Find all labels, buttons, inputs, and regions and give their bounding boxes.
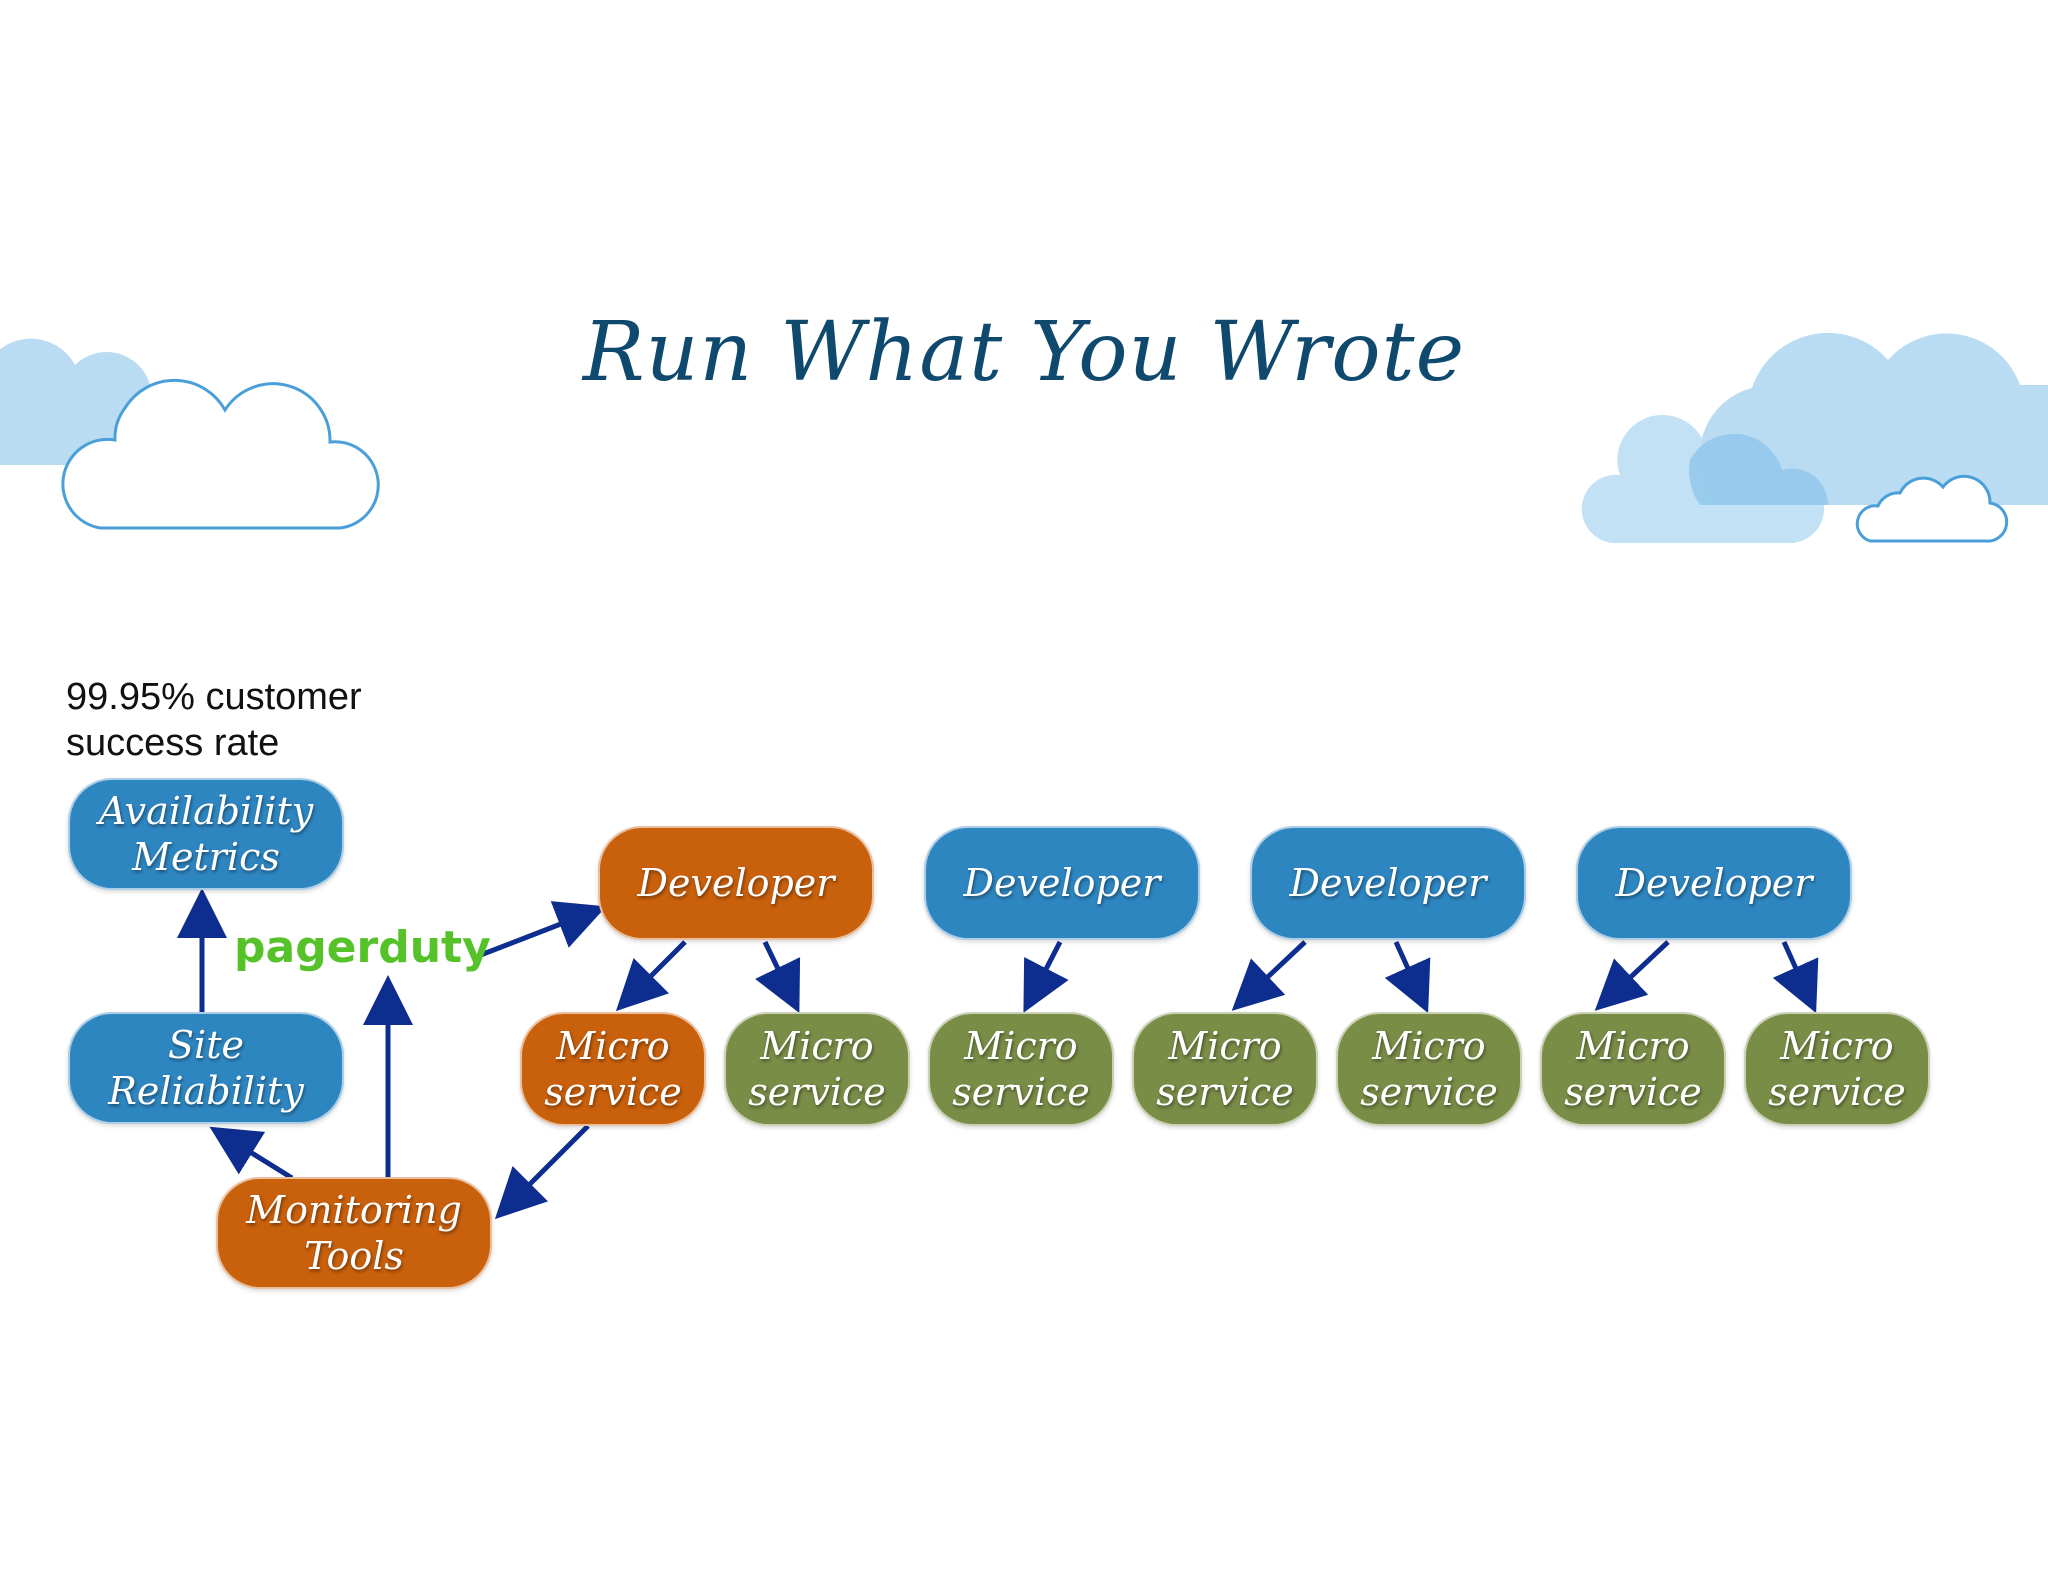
site-reliability-node: Site Reliability — [68, 1012, 344, 1124]
micro-service-node-1: Micro service — [520, 1012, 706, 1126]
micro-service-node-7: Micro service — [1744, 1012, 1930, 1126]
success-rate-note: 99.95% customer success rate — [66, 674, 466, 766]
developer-node-1: Developer — [598, 826, 874, 940]
micro-service-node-3: Micro service — [928, 1012, 1114, 1126]
developer-label: Developer — [1615, 861, 1813, 905]
arrow-dev2-to-micro3 — [1023, 940, 1069, 1013]
micro-service-node-5: Micro service — [1336, 1012, 1522, 1126]
cloud-icon-right-mid — [1689, 433, 1829, 505]
micro-service-label: Micro service — [1156, 1024, 1294, 1114]
arrow-dev1-to-micro1 — [615, 940, 687, 1012]
availability-metrics-node: Availability Metrics — [68, 778, 344, 890]
developer-label: Developer — [637, 861, 835, 905]
developer-node-4: Developer — [1576, 826, 1852, 940]
slide-title: Run What You Wrote — [582, 305, 1466, 400]
developer-node-2: Developer — [924, 826, 1200, 940]
micro-service-label: Micro service — [544, 1024, 682, 1114]
arrow-pagerduty-to-developer — [477, 901, 607, 959]
micro-service-label: Micro service — [1360, 1024, 1498, 1114]
developer-label: Developer — [1289, 861, 1487, 905]
arrow-dev4-to-micro6 — [1594, 940, 1670, 1011]
cloud-icon-right-outline — [1855, 474, 2009, 543]
arrow-monitoring-to-site — [209, 1126, 294, 1181]
monitoring-tools-label: Monitoring Tools — [246, 1188, 462, 1278]
cloud-icon-left-outline — [61, 378, 380, 530]
monitoring-tools-node: Monitoring Tools — [216, 1177, 492, 1289]
micro-service-label: Micro service — [1564, 1024, 1702, 1114]
arrow-dev3-to-micro4 — [1231, 940, 1307, 1011]
micro-service-label: Micro service — [748, 1024, 886, 1114]
arrow-dev3-to-micro5 — [1384, 940, 1431, 1014]
arrow-dev4-to-micro7 — [1772, 940, 1819, 1014]
arrow-dev1-to-micro2 — [755, 940, 801, 1014]
success-rate-text: 99.95% customer success rate — [66, 676, 362, 764]
micro-service-label: Micro service — [952, 1024, 1090, 1114]
pagerduty-logo: pagerduty — [234, 922, 491, 973]
developer-node-3: Developer — [1250, 826, 1526, 940]
arrow-micro-to-monitoring — [494, 1124, 590, 1220]
availability-metrics-label: Availability Metrics — [98, 789, 314, 879]
site-reliability-label: Site Reliability — [108, 1023, 304, 1113]
micro-service-node-6: Micro service — [1540, 1012, 1726, 1126]
micro-service-node-2: Micro service — [724, 1012, 910, 1126]
micro-service-label: Micro service — [1768, 1024, 1906, 1114]
micro-service-node-4: Micro service — [1132, 1012, 1318, 1126]
developer-label: Developer — [963, 861, 1161, 905]
